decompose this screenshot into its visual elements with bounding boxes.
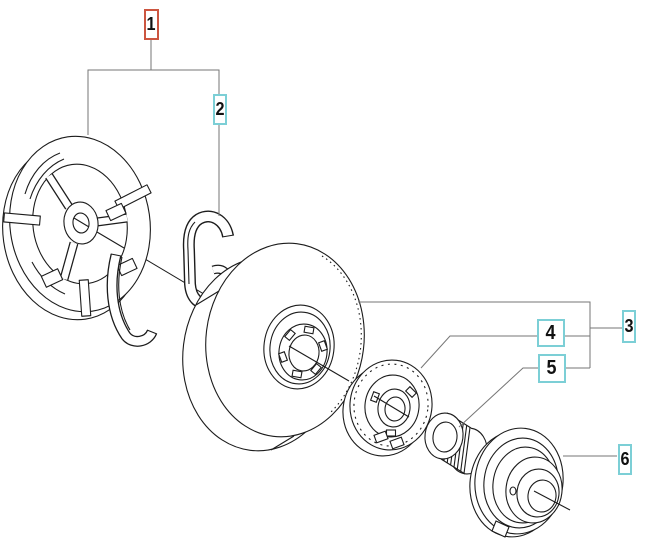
callout-1-label: 1	[146, 14, 156, 34]
callout-connectors	[87, 40, 622, 457]
callout-6-label: 6	[620, 449, 630, 469]
callout-4[interactable]: 4	[537, 319, 565, 347]
callout-4-label: 4	[545, 321, 557, 344]
callout-3-label: 3	[624, 316, 634, 336]
callout-5[interactable]: 5	[538, 354, 566, 383]
callout-6[interactable]: 6	[618, 444, 632, 475]
clutch-drum-drawing	[182, 242, 365, 452]
callout-5-label: 5	[546, 357, 558, 379]
hub-cover-drawing	[469, 427, 571, 538]
callout-3[interactable]: 3	[622, 310, 636, 343]
callout-2-label: 2	[215, 99, 225, 119]
callout-1[interactable]: 1	[144, 9, 159, 40]
clutch-assembly-drawing	[2, 135, 152, 321]
rim-sprocket-drawing	[342, 359, 433, 457]
callout-2[interactable]: 2	[213, 94, 227, 125]
